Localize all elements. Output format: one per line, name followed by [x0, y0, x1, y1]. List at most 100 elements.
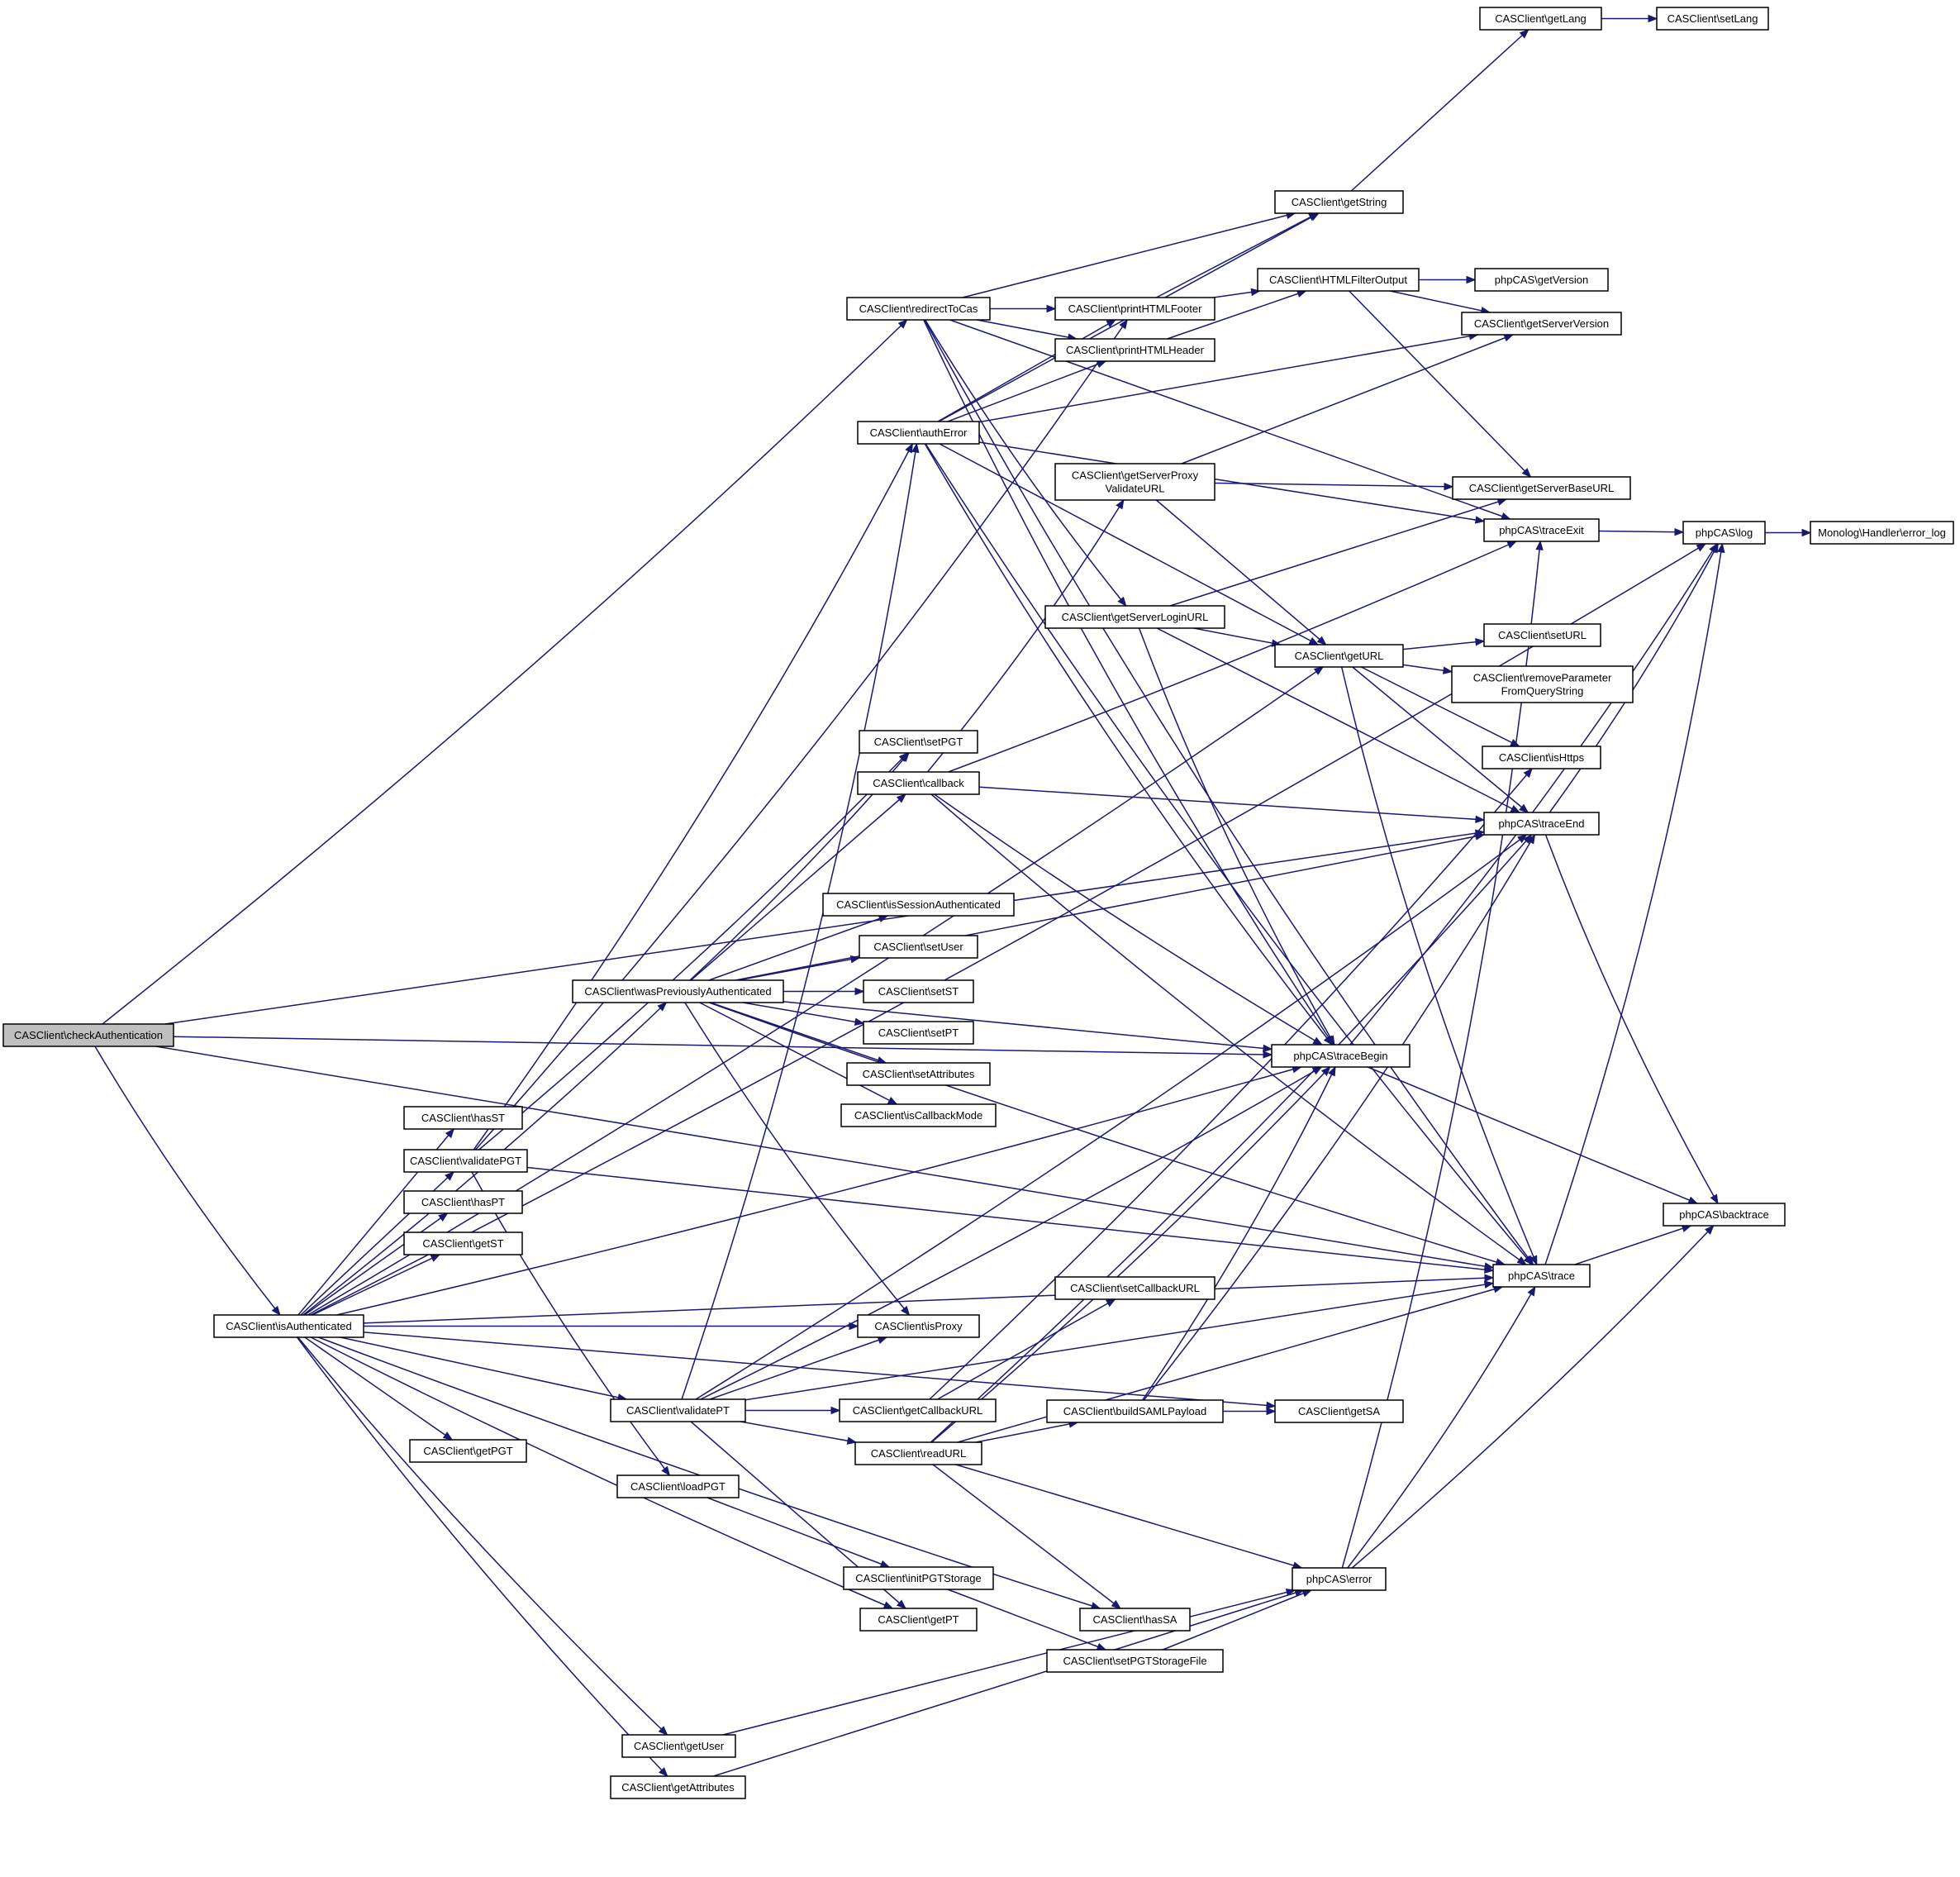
node-label: CASClient\getServerVersion: [1474, 317, 1609, 330]
node-isCallbackMode[interactable]: CASClient\isCallbackMode: [840, 1103, 997, 1127]
node-getURL[interactable]: CASClient\getURL: [1274, 644, 1404, 668]
node-getPGT[interactable]: CASClient\getPGT: [409, 1439, 527, 1463]
arrowhead: [1117, 596, 1127, 607]
node-hasSA[interactable]: CASClient\hasSA: [1079, 1608, 1191, 1632]
node-validatePT[interactable]: CASClient\validatePT: [610, 1398, 746, 1422]
node-isSessionAuthenticated[interactable]: CASClient\isSessionAuthenticated: [822, 893, 1015, 917]
node-box: [846, 1062, 991, 1086]
node-getSA[interactable]: CASClient\getSA: [1274, 1399, 1404, 1423]
edge-validatePGT-to-setPGT: [478, 752, 908, 1150]
edge-wasPreviouslyAuthenticated-to-isProxy: [684, 1002, 911, 1316]
edge-callback-to-traceBegin: [934, 793, 1323, 1046]
arrowhead: [1648, 14, 1658, 23]
edge-isAuthenticated-to-log: [310, 543, 1706, 1316]
edge-buildSAMLPayload-to-traceBegin: [1142, 1066, 1336, 1401]
node-box: [409, 1439, 527, 1463]
arrowhead: [1442, 666, 1453, 674]
node-label: CASClient\setCallbackURL: [1070, 1282, 1200, 1294]
node-label: phpCAS\trace: [1508, 1270, 1575, 1282]
node-getServerLoginURL[interactable]: CASClient\getServerLoginURL: [1044, 605, 1225, 629]
node-setCallbackURL[interactable]: CASClient\setCallbackURL: [1054, 1276, 1215, 1300]
arrowhead: [1521, 468, 1532, 478]
node-getServerBaseURL[interactable]: CASClient\getServerBaseURL: [1452, 476, 1631, 500]
node-box: [1682, 521, 1766, 545]
node-isProxy[interactable]: CASClient\isProxy: [857, 1314, 980, 1338]
edge-checkAuthentication-to-redirectToCas: [102, 319, 908, 1025]
edge-wasPreviouslyAuthenticated-to-isCallbackMode: [699, 1002, 897, 1105]
node-initPGTStorage[interactable]: CASClient\initPGTStorage: [843, 1566, 994, 1590]
node-wasPreviouslyAuthenticated[interactable]: CASClient\wasPreviouslyAuthenticated: [572, 979, 784, 1003]
node-traceBegin[interactable]: phpCAS\traceBegin: [1271, 1044, 1411, 1068]
arrowhead: [659, 1767, 668, 1777]
node-isHttps[interactable]: CASClient\isHttps: [1482, 746, 1601, 769]
node-label: CASClient\isAuthenticated: [226, 1320, 351, 1332]
node-setPGTStorageFile[interactable]: CASClient\setPGTStorageFile: [1046, 1649, 1224, 1673]
edge-getServerProxyValidateURL-to-getServerBaseURL: [1214, 482, 1453, 488]
edge-isAuthenticated-to-hasPT: [304, 1212, 448, 1316]
arrowhead: [1328, 1065, 1336, 1077]
edge-validatePGT-to-trace: [526, 1166, 1494, 1271]
node-label: CASClient\setST: [878, 985, 959, 998]
node-label: CASClient\getServerProxy: [1072, 469, 1199, 482]
node-trace[interactable]: phpCAS\trace: [1492, 1264, 1591, 1288]
node-getAttributes[interactable]: CASClient\getAttributes: [610, 1775, 746, 1799]
node-box: [1054, 463, 1215, 501]
node-printHTMLHeader[interactable]: CASClient\printHTMLHeader: [1054, 338, 1215, 362]
node-setURL[interactable]: CASClient\setURL: [1483, 623, 1601, 647]
node-callback[interactable]: CASClient\callback: [857, 771, 980, 795]
node-hasST[interactable]: CASClient\hasST: [403, 1106, 523, 1130]
node-log[interactable]: phpCAS\log: [1682, 521, 1766, 545]
node-error_log[interactable]: Monolog\Handler\error_log: [1810, 521, 1954, 545]
node-getPT[interactable]: CASClient\getPT: [859, 1608, 978, 1632]
node-box: [403, 1106, 523, 1130]
node-error[interactable]: phpCAS\error: [1292, 1567, 1387, 1591]
node-box: [1479, 7, 1602, 31]
edge-readURL-to-hasSA: [932, 1464, 1121, 1609]
node-setPT[interactable]: CASClient\setPT: [863, 1021, 974, 1045]
node-readURL[interactable]: CASClient\readURL: [854, 1441, 982, 1465]
node-label: CASClient\wasPreviouslyAuthenticated: [584, 985, 771, 998]
node-getServerVersion[interactable]: CASClient\getServerVersion: [1461, 312, 1622, 336]
node-printHTMLFooter[interactable]: CASClient\printHTMLFooter: [1054, 297, 1215, 321]
node-getST[interactable]: CASClient\getST: [403, 1231, 523, 1255]
node-loadPGT[interactable]: CASClient\loadPGT: [616, 1474, 740, 1498]
node-checkAuthentication[interactable]: CASClient\checkAuthentication: [2, 1023, 174, 1047]
node-setAttributes[interactable]: CASClient\setAttributes: [846, 1062, 991, 1086]
node-box: [1474, 268, 1609, 292]
node-getLang[interactable]: CASClient\getLang: [1479, 7, 1602, 31]
node-getVersion[interactable]: phpCAS\getVersion: [1474, 268, 1609, 292]
node-getUser[interactable]: CASClient\getUser: [621, 1734, 736, 1758]
node-setUser[interactable]: CASClient\setUser: [859, 935, 978, 959]
node-redirectToCas[interactable]: CASClient\redirectToCas: [846, 297, 991, 321]
edge-authError-to-trace: [925, 443, 1533, 1265]
node-box: [1810, 521, 1954, 545]
node-traceEnd[interactable]: phpCAS\traceEnd: [1483, 812, 1600, 836]
node-label: CASClient\setUser: [873, 941, 963, 953]
node-label: CASClient\setPGTStorageFile: [1063, 1655, 1206, 1667]
arrowhead: [1116, 498, 1125, 510]
node-authError[interactable]: CASClient\authError: [857, 421, 980, 445]
node-buildSAMLPayload[interactable]: CASClient\buildSAMLPayload: [1046, 1399, 1224, 1423]
edge-authError-to-printHTMLHeader: [947, 360, 1106, 422]
arrowhead: [896, 1599, 906, 1609]
node-backtrace[interactable]: phpCAS\backtrace: [1663, 1203, 1786, 1227]
node-setPGT[interactable]: CASClient\setPGT: [859, 730, 978, 754]
node-getString[interactable]: CASClient\getString: [1274, 190, 1404, 214]
node-label: Monolog\Handler\error_log: [1818, 526, 1946, 539]
node-getCallbackURL[interactable]: CASClient\getCallbackURL: [839, 1398, 997, 1422]
graph-nodes: CASClient\checkAuthenticationCASClient\i…: [2, 7, 1954, 1799]
node-HTMLFilterOutput[interactable]: CASClient\HTMLFilterOutput: [1257, 268, 1420, 292]
node-label: phpCAS\traceExit: [1499, 524, 1584, 536]
node-validatePGT[interactable]: CASClient\validatePGT: [403, 1149, 528, 1173]
node-setST[interactable]: CASClient\setST: [863, 979, 974, 1003]
arrowhead: [442, 1432, 454, 1441]
edge-printHTMLHeader-to-HTMLFilterOutput: [1167, 290, 1306, 340]
node-traceExit[interactable]: phpCAS\traceExit: [1483, 518, 1600, 542]
edge-redirectToCas-to-traceExit: [949, 319, 1510, 520]
node-setLang[interactable]: CASClient\setLang: [1656, 7, 1769, 31]
edge-getCallbackURL-to-isHttps: [929, 768, 1533, 1400]
node-isAuthenticated[interactable]: CASClient\isAuthenticated: [213, 1314, 364, 1338]
node-hasPT[interactable]: CASClient\hasPT: [403, 1190, 523, 1214]
